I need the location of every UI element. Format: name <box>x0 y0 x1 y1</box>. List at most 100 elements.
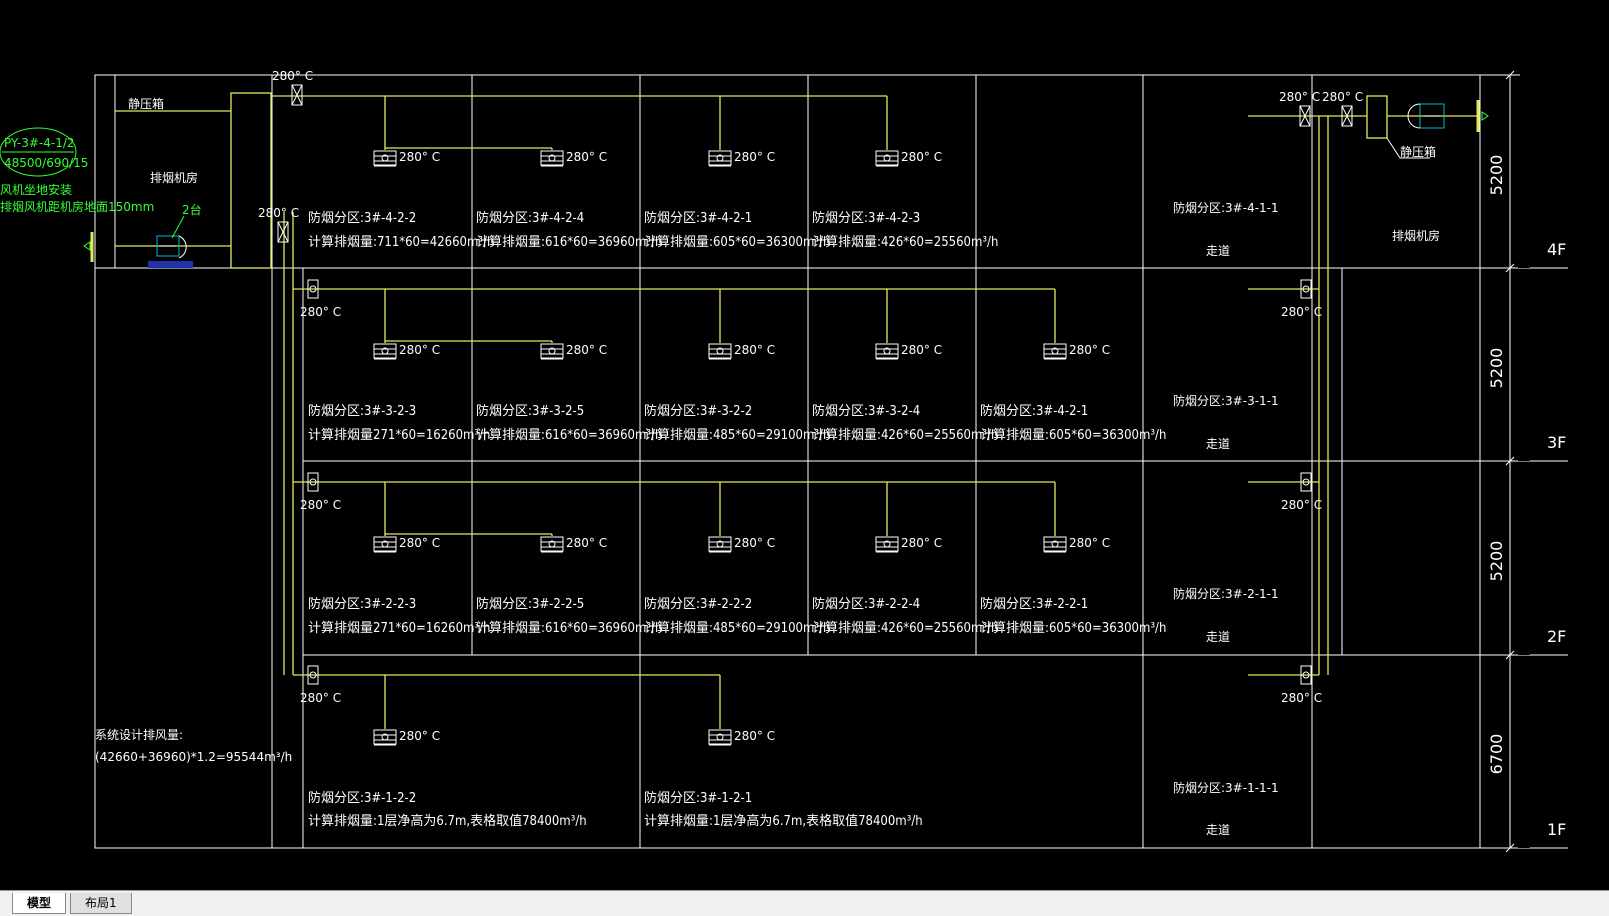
zone-calc: 计算排烟量:485*60=29100m³/h <box>644 428 830 443</box>
smoke-exhaust-inlet-icon: 280° C <box>373 150 440 167</box>
smoke-exhaust-inlet-icon: 280° C <box>540 150 607 167</box>
zone-calc: 计算排烟量:605*60=36300m³/h <box>644 235 830 250</box>
zone-name: 防烟分区:3#-1-2-2 <box>308 790 416 806</box>
zone-name: 防烟分区:3#-1-2-1 <box>644 790 752 806</box>
temp-label: 280° C <box>258 206 299 220</box>
temp-label: 280° C <box>300 305 341 319</box>
fire-damper-icon <box>1341 105 1353 127</box>
dimension-text: 6700 <box>1487 734 1506 775</box>
fire-damper-icon <box>1300 665 1312 685</box>
corridor-zone: 防烟分区:3#-4-1-1 <box>1173 200 1279 215</box>
design-total-label: 系统设计排风量: <box>95 728 183 742</box>
inlet-temp-label: 280° C <box>734 729 775 743</box>
dimension-text: 5200 <box>1487 541 1506 582</box>
inlet-temp-label: 280° C <box>901 150 942 164</box>
fire-damper-icon <box>291 84 303 106</box>
zone-calc: 计算排烟量:426*60=25560m³/h <box>812 621 998 636</box>
dimension-text: 5200 <box>1487 155 1506 196</box>
zone-name: 防烟分区:3#-2-2-5 <box>476 596 584 612</box>
tab-layout[interactable]: 布局1 <box>70 893 132 914</box>
fire-damper-icon <box>1300 472 1312 492</box>
building-frame <box>94 70 1568 853</box>
zone-calc: 计算排烟量:485*60=29100m³/h <box>644 621 830 636</box>
corridor-zone: 防烟分区:3#-3-1-1 <box>1173 393 1279 408</box>
zone-name: 防烟分区:3#-3-2-5 <box>476 403 584 419</box>
level-label: 3F <box>1547 433 1566 452</box>
inlet-temp-label: 280° C <box>901 343 942 357</box>
system-tag: PY-3#-4-1/2 48500/690/15 风机坐地安装 排烟风机距机房地… <box>0 127 202 239</box>
smoke-exhaust-inlet-icon: 280° C <box>373 729 440 746</box>
zone-name: 防烟分区:3#-3-2-4 <box>812 403 920 419</box>
zone-calc: 计算排烟量:711*60=42660m³/h <box>308 235 494 250</box>
inlet-temp-label: 280° C <box>566 150 607 164</box>
cad-drawing-canvas[interactable]: 280° C 280° C 280° C 280° C 280° C 280° C 280°… <box>0 0 1609 890</box>
inlet-temp-label: 280° C <box>1069 536 1110 550</box>
zone-name: 防烟分区:3#-3-2-3 <box>308 403 416 419</box>
zone-calc: 计算排烟量271*60=16260m³/h <box>308 621 490 636</box>
level-marker-4f <box>1518 256 1530 268</box>
temp-label: 280° C <box>300 691 341 705</box>
corridor-label: 走道 <box>1206 630 1230 644</box>
smoke-exhaust-inlet-icon: 280° C <box>373 343 440 360</box>
fire-damper-icon <box>1300 279 1312 299</box>
fire-damper-icon <box>307 665 319 685</box>
level-label: 2F <box>1547 627 1566 646</box>
smoke-exhaust-inlet-icon: 280° C <box>875 536 942 553</box>
tab-model[interactable]: 模型 <box>12 893 67 914</box>
inlet-temp-label: 280° C <box>566 343 607 357</box>
inlet-temp-label: 280° C <box>399 343 440 357</box>
zone-calc: 计算排烟量:616*60=36960m³/h <box>476 621 662 636</box>
zone-name: 防烟分区:3#-3-2-2 <box>644 403 752 419</box>
temp-label: 280° C <box>1279 90 1320 104</box>
smoke-exhaust-inlet-icon: 280° C <box>875 343 942 360</box>
smoke-exhaust-inlet-icon: 280° C <box>540 343 607 360</box>
smoke-exhaust-inlet-icon: 280° C <box>708 729 775 746</box>
zone-name: 防烟分区:3#-2-2-3 <box>308 596 416 612</box>
level-label: 1F <box>1547 820 1566 839</box>
zone-calc: 计算排烟量:605*60=36300m³/h <box>980 428 1166 443</box>
corridor-label: 走道 <box>1206 437 1230 451</box>
fire-damper-icon <box>307 279 319 299</box>
fire-damper-icon <box>307 472 319 492</box>
exhaust-fan-right-icon <box>1407 100 1489 132</box>
design-total-formula: (42660+36960)*1.2=95544m³/h <box>95 750 292 764</box>
system-spec: 48500/690/15 <box>4 156 88 170</box>
level-marker-3f <box>1518 449 1530 461</box>
smoke-exhaust-inlets: 280° C 280° C 280° C 280° C 280° C 280° C 280°… <box>373 150 1110 746</box>
zone-name: 防烟分区:3#-4-2-2 <box>308 210 416 226</box>
zone-name: 防烟分区:3#-4-2-3 <box>812 210 920 226</box>
level-marker-2f <box>1518 643 1530 655</box>
smoke-exhaust-inlet-icon: 280° C <box>708 343 775 360</box>
corridor-label: 走道 <box>1206 823 1230 837</box>
zone-name: 防烟分区:3#-2-2-4 <box>812 596 920 612</box>
smoke-exhaust-inlet-icon: 280° C <box>708 150 775 167</box>
install-note-1: 风机坐地安装 <box>0 182 72 197</box>
inlet-temp-label: 280° C <box>901 536 942 550</box>
static-pressure-box-right <box>1366 95 1388 139</box>
zone-calc: 计算排烟量:426*60=25560m³/h <box>812 428 998 443</box>
temp-label: 280° C <box>1281 498 1322 512</box>
fire-damper-icon <box>1299 105 1311 127</box>
inlet-temp-label: 280° C <box>399 536 440 550</box>
corridor-zone: 防烟分区:3#-1-1-1 <box>1173 780 1279 795</box>
zone-calc: 计算排烟量:605*60=36300m³/h <box>980 621 1166 636</box>
zone-calc: 计算排烟量:1层净高为6.7m,表格取值78400m³/h <box>644 813 923 829</box>
layout-tab-bar: 模型 布局1 <box>0 890 1609 916</box>
level-marker-1f <box>1518 836 1530 848</box>
exhaust-ducts <box>115 92 1478 729</box>
smoke-exhaust-inlet-icon: 280° C <box>1043 343 1110 360</box>
inlet-temp-label: 280° C <box>399 729 440 743</box>
level-label: 4F <box>1547 240 1566 259</box>
system-id: PY-3#-4-1/2 <box>4 136 75 150</box>
temp-label: 280° C <box>300 498 341 512</box>
static-box-label: 静压箱 <box>128 96 164 111</box>
inlet-temp-label: 280° C <box>399 150 440 164</box>
zone-name: 防烟分区:3#-2-2-2 <box>644 596 752 612</box>
exhaust-fan-left-icon <box>83 232 193 268</box>
zone-calc: 计算排烟量:426*60=25560m³/h <box>812 235 998 250</box>
smoke-exhaust-riser-diagram: 280° C 280° C 280° C 280° C 280° C 280° C 280°… <box>0 69 1568 853</box>
temp-label: 280° C <box>1281 691 1322 705</box>
zone-name: 防烟分区:3#-4-2-1 <box>644 210 752 226</box>
zone-name: 防烟分区:3#-2-2-1 <box>980 596 1088 612</box>
inlet-temp-label: 280° C <box>734 536 775 550</box>
